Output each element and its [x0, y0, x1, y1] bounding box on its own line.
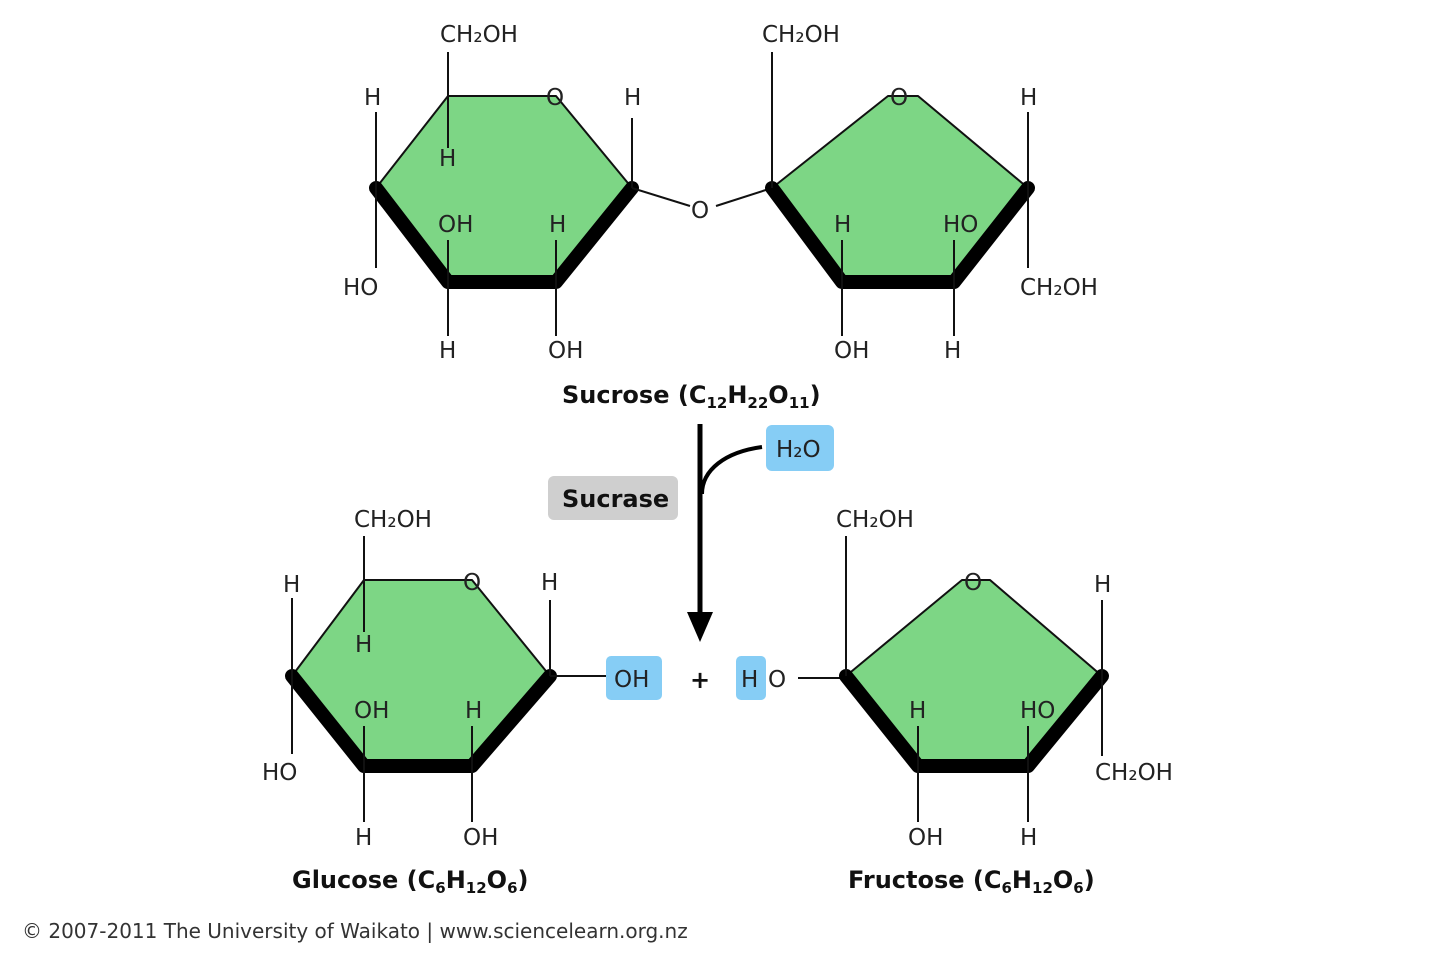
ring-oxygen-label: O: [890, 85, 908, 111]
hydroxyl-label: OH: [463, 825, 498, 851]
copyright-notice: © 2007-2011 The University of Waikato | …: [22, 919, 688, 943]
hydroxyl-label: OH: [834, 338, 869, 364]
hydrogen-label: H: [541, 570, 558, 596]
hydrogen-label: H: [283, 572, 300, 598]
released-hydrogen-badge: H: [736, 656, 766, 700]
sucrose-fructose-ring: CH₂OH O H H HO CH₂OH OH H: [762, 22, 1098, 364]
glycosidic-bond: O: [691, 187, 773, 224]
ring-oxygen-label: O: [546, 85, 564, 111]
hydrogen-label: H: [549, 212, 566, 238]
ch2oh-label: CH₂OH: [440, 22, 518, 48]
sucrose-glucose-ring: CH₂OH O H H H OH H HO H OH: [343, 22, 691, 364]
hydrogen-label: H: [944, 338, 961, 364]
oxygen-label: O: [768, 667, 786, 693]
glucose-title: Glucose (C6H12O6): [292, 866, 528, 897]
hydroxyl-label: OH: [354, 698, 389, 724]
bridge-oxygen-label: O: [691, 198, 709, 224]
hydrogen-label: H: [1020, 85, 1037, 111]
hydroxyl-label: HO: [343, 275, 378, 301]
hydrogen-label: H: [355, 825, 372, 851]
hydroxyl-label: HO: [1020, 698, 1055, 724]
hydrogen-label: H: [465, 698, 482, 724]
hydrogen-label: H: [909, 698, 926, 724]
fructose-title: Fructose (C6H12O6): [848, 866, 1095, 897]
ch2oh-label: CH₂OH: [836, 507, 914, 533]
enzyme-badge: Sucrase: [548, 476, 678, 520]
fructose-ring: O CH₂OH O H H HO CH₂OH OH H: [768, 507, 1173, 851]
hydroxyl-label: OH: [548, 338, 583, 364]
enzyme-label: Sucrase: [562, 485, 669, 513]
ch2oh-label: CH₂OH: [1095, 760, 1173, 786]
reaction-arrow: [687, 424, 763, 642]
hydrogen-label: H: [834, 212, 851, 238]
water-label: H₂O: [776, 437, 821, 463]
hydroxyl-label: OH: [908, 825, 943, 851]
released-hydrogen-label: H: [741, 667, 758, 693]
sucrose-title: Sucrose (C12H22O11): [562, 381, 821, 412]
plus-sign: +: [690, 666, 710, 694]
hydroxyl-label: HO: [943, 212, 978, 238]
hydroxyl-label: HO: [262, 760, 297, 786]
ring-oxygen-label: O: [463, 570, 481, 596]
released-hydroxyl-label: OH: [614, 667, 649, 693]
hydrogen-label: H: [1094, 572, 1111, 598]
hydrogen-label: H: [439, 338, 456, 364]
hydroxyl-label: OH: [438, 212, 473, 238]
ch2oh-label: CH₂OH: [762, 22, 840, 48]
hydrogen-label: H: [624, 85, 641, 111]
hydrogen-label: H: [1020, 825, 1037, 851]
hydrogen-label: H: [439, 146, 456, 172]
ch2oh-label: CH₂OH: [354, 507, 432, 533]
ring-oxygen-label: O: [964, 570, 982, 596]
hydrogen-label: H: [355, 632, 372, 658]
glucose-ring: CH₂OH O H H H OH H HO H OH: [262, 507, 606, 851]
hydrogen-label: H: [364, 85, 381, 111]
ch2oh-label: CH₂OH: [1020, 275, 1098, 301]
released-hydroxyl-badge: OH: [606, 656, 662, 700]
water-badge: H₂O: [766, 425, 834, 471]
